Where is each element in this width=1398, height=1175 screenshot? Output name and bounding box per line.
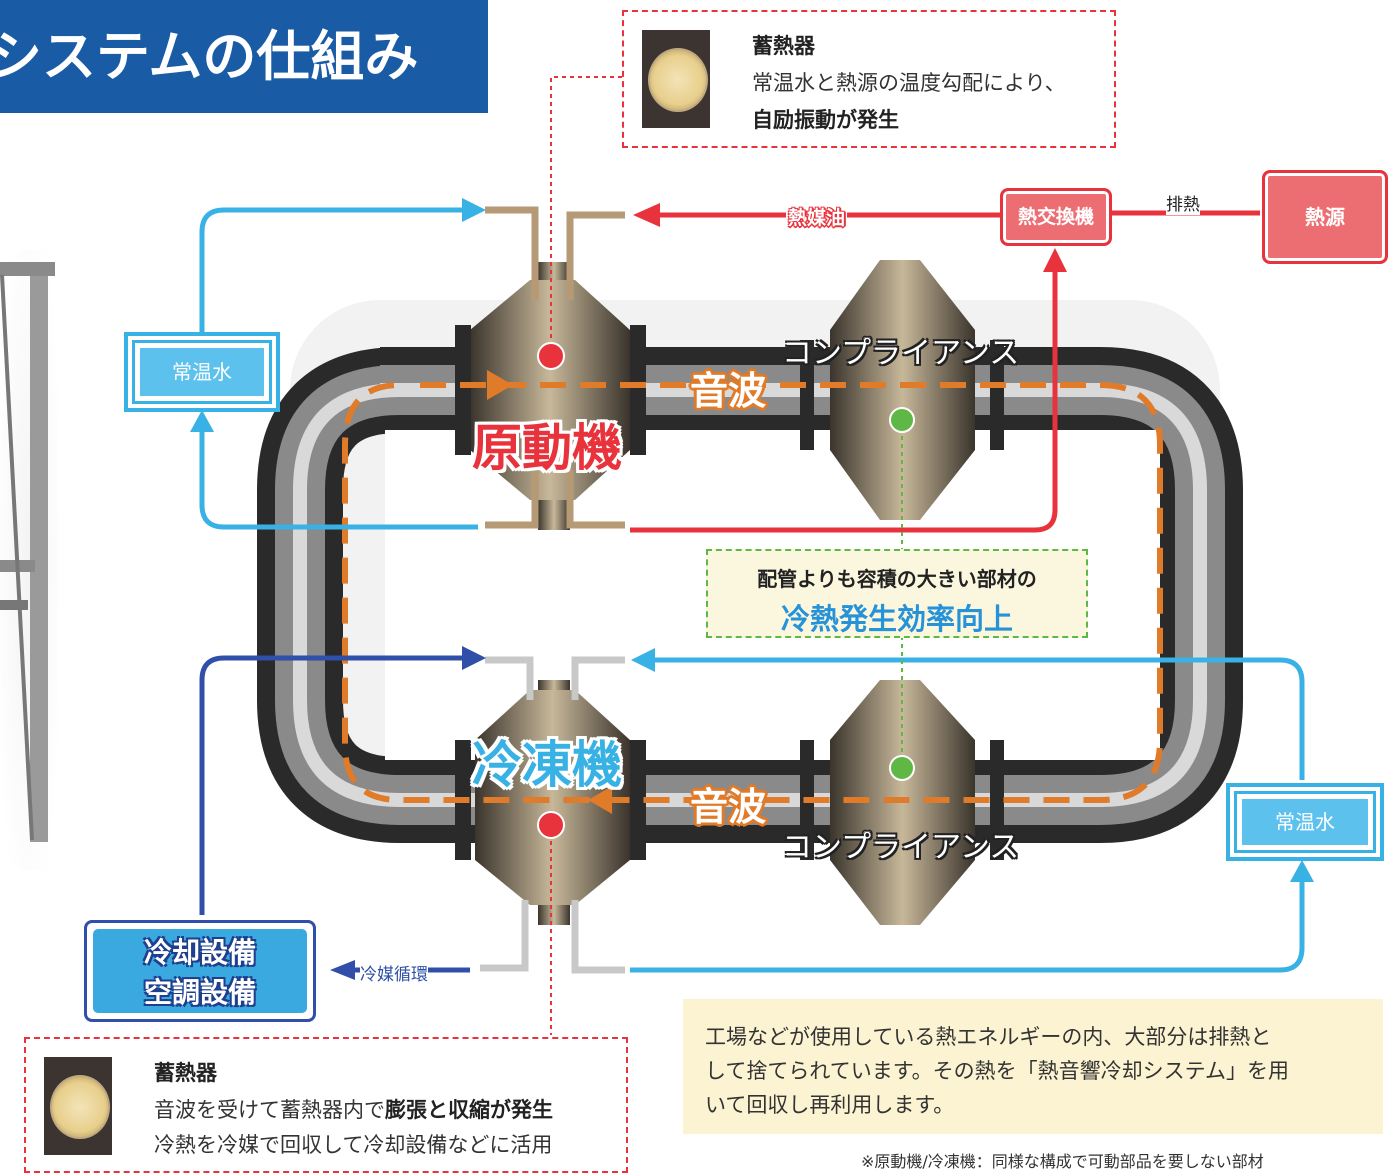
sound-wave-label-bottom: 音波 [690, 785, 767, 829]
red-arrow-left [633, 203, 660, 227]
cooling-equipment-inner: 冷却設備 空調設備 [93, 929, 307, 1013]
leader-lines-red [550, 76, 622, 1035]
exhaust-heat-label: 排熱 [1166, 190, 1200, 215]
volume-note-line1: 配管よりも容積の大きい部材の [757, 567, 1037, 591]
compliance-label-bottom: コンプライアンス [782, 830, 1020, 865]
marker-compliance-bottom [889, 755, 915, 781]
regenerator-desc-1-bold: 膨張と収縮が発生 [385, 1098, 553, 1122]
regenerator-callout-top: 蓄熱器 常温水と熱源の温度勾配により、 自励振動が発生 [622, 10, 1116, 148]
info-line1: 工場などが使用している熱エネルギーの内、大部分は排熱と [705, 1025, 1272, 1049]
regenerator-desc-1-prefix: 音波を受けて蓄熱器内で [154, 1098, 385, 1122]
regenerator-desc-2: 冷熱を冷媒で回収して冷却設備などに活用 [154, 1133, 553, 1157]
water-box-right: 常温水 [1226, 783, 1384, 861]
regenerator-callout-bottom: 蓄熱器 音波を受けて蓄熱器内で膨張と収縮が発生 冷熱を冷媒で回収して冷却設備など… [24, 1037, 628, 1173]
frame-photo [0, 250, 58, 870]
info-line2: して捨てられています。その熱を「熱音響冷却システム」を用 [705, 1059, 1290, 1083]
water-circuit-right [630, 657, 1305, 973]
cooling-equipment-box: 冷却設備 空調設備 [84, 920, 316, 1022]
info-box: 工場などが使用している熱エネルギーの内、大部分は排熱と して捨てられています。そ… [683, 999, 1383, 1134]
blue-arrow-up-left [190, 410, 214, 432]
regenerator-desc-2: 自励振動が発生 [752, 108, 899, 132]
acoustic-wave-path [342, 382, 1163, 803]
wave-arrow-bottom [588, 786, 612, 814]
blue-arrow-up-right [1290, 860, 1314, 882]
marker-refrigerator [537, 811, 565, 839]
cooling-line2: 空調設備 [143, 976, 256, 1009]
volume-note-line2: 冷熱発生効率向上 [780, 602, 1013, 636]
heat-oil-label: 熱媒油 [786, 203, 848, 230]
regenerator-desc-1: 常温水と熱源の温度勾配により、 [752, 71, 1066, 95]
water-circuit-left [199, 207, 478, 530]
regenerator-title: 蓄熱器 [752, 34, 815, 58]
blue-arrow-left-bottom [631, 648, 655, 672]
compliance-top-body [800, 260, 1004, 520]
compliance-label-top: コンプライアンス [782, 336, 1020, 371]
red-arrow-up [1043, 248, 1067, 272]
footnote: ※原動機/冷凍機：同様な構成で可動部品を要しない部材 [861, 1152, 1264, 1171]
refrigerator-label: 冷凍機 [472, 736, 622, 794]
water-left-label: 常温水 [140, 348, 264, 396]
dark-blue-arrow-right [462, 646, 486, 670]
prime-mover-body [455, 206, 646, 530]
regenerator-image [44, 1057, 112, 1155]
blue-arrow-right-top [462, 198, 486, 222]
cooling-line1: 冷却設備 [143, 936, 256, 969]
water-box-left: 常温水 [124, 332, 280, 412]
refrigerant-circulation-label: 冷媒循環 [360, 960, 428, 985]
volume-note-box: 配管よりも容積の大きい部材の 冷熱発生効率向上 [706, 549, 1088, 638]
heat-source-box: 熱源 [1262, 170, 1388, 264]
marker-prime-mover [537, 342, 565, 370]
info-line3: いて回収し再利用します。 [705, 1093, 955, 1117]
marker-compliance-top [889, 407, 915, 433]
regenerator-desc-1: 音波を受けて蓄熱器内で膨張と収縮が発生 [154, 1094, 553, 1124]
water-right-label: 常温水 [1242, 799, 1368, 845]
sound-wave-label-top: 音波 [690, 369, 767, 413]
dark-blue-arrow-left [330, 960, 355, 980]
heat-exchanger-box: 熱交換機 [1000, 188, 1112, 246]
regenerator-image [642, 30, 710, 128]
wave-arrow-top [487, 370, 513, 400]
regenerator-title: 蓄熱器 [154, 1061, 217, 1085]
prime-mover-label: 原動機 [472, 419, 622, 477]
page-title: システムの仕組み [0, 0, 488, 113]
